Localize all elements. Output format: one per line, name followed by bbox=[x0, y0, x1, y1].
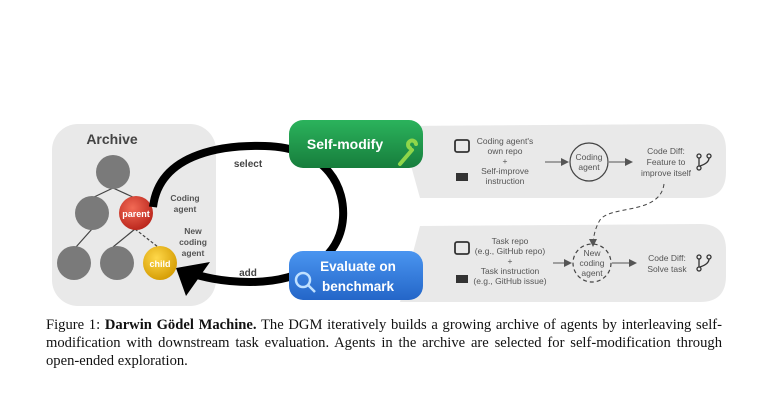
bottom-output: Code Diff:Solve task bbox=[647, 253, 687, 274]
magnifier-icon bbox=[294, 271, 316, 293]
coding-agent-node bbox=[569, 142, 609, 182]
tree-edges bbox=[75, 187, 159, 248]
loop-arrowhead-icon bbox=[176, 262, 210, 296]
chat-icon bbox=[456, 173, 468, 181]
self-modify-button[interactable]: Self-modify bbox=[289, 120, 423, 168]
add-label: add bbox=[239, 268, 257, 279]
repo-icon bbox=[454, 241, 470, 255]
child-label: child bbox=[149, 259, 170, 269]
archive-node[interactable] bbox=[100, 246, 134, 280]
loop-arrow bbox=[149, 141, 348, 287]
wrench-icon bbox=[398, 138, 418, 166]
caption-text: The DGM iteratively builds a growing arc… bbox=[46, 317, 722, 369]
git-branch-icon bbox=[696, 254, 712, 272]
chat-icon bbox=[456, 275, 468, 283]
bottom-inputs: Task repo(e.g., GitHub repo)+Task instru… bbox=[473, 236, 546, 286]
caption-title: Darwin Gödel Machine. bbox=[104, 317, 257, 333]
archive-node[interactable] bbox=[96, 155, 130, 189]
select-label: select bbox=[234, 159, 263, 170]
parent-node[interactable] bbox=[119, 196, 153, 230]
svg-text:Self-modify: Self-modify bbox=[307, 136, 383, 152]
archive-title: Archive bbox=[86, 131, 138, 147]
archive-node[interactable] bbox=[75, 196, 109, 230]
child-node[interactable] bbox=[143, 246, 177, 280]
git-branch-icon bbox=[696, 153, 712, 171]
archive-node[interactable] bbox=[57, 246, 91, 280]
figure-caption: Figure 1: Darwin Gödel Machine. The DGM … bbox=[46, 317, 722, 369]
repo-icon bbox=[454, 139, 470, 153]
parent-label: parent bbox=[122, 209, 150, 219]
new-coding-agent-node bbox=[572, 243, 612, 283]
